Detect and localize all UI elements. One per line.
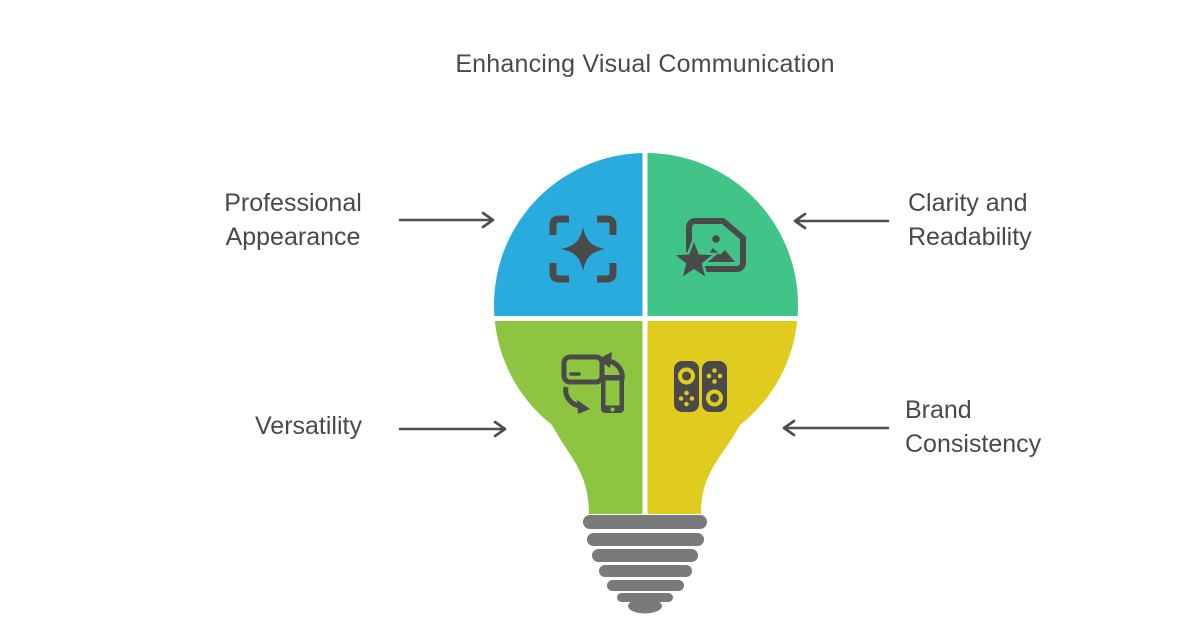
quadrant-bottom-left bbox=[493, 321, 643, 514]
game-controllers-icon bbox=[674, 361, 727, 412]
controller-dpads bbox=[678, 368, 723, 407]
lightbulb-body bbox=[493, 153, 799, 514]
label-brand-consistency: Brand Consistency bbox=[905, 396, 1042, 458]
arrow-professional bbox=[398, 211, 495, 229]
device-rotate-icon bbox=[561, 352, 625, 414]
arrow-clarity bbox=[793, 212, 890, 230]
enhance-frame-icon bbox=[549, 215, 617, 283]
label-clarity-readability: Clarity and Readability bbox=[908, 189, 1032, 251]
image-star-icon bbox=[669, 218, 746, 283]
diagram-title: Enhancing Visual Communication bbox=[455, 50, 835, 78]
connector-arrows bbox=[398, 211, 890, 438]
arrow-versatility bbox=[398, 420, 507, 438]
label-versatility: Versatility bbox=[255, 412, 362, 440]
label-professional-appearance: Professional Appearance bbox=[224, 189, 362, 251]
phone-screen-cutout bbox=[605, 380, 620, 412]
arrow-brand bbox=[782, 419, 890, 437]
controller-rings bbox=[678, 367, 723, 407]
quadrant-bottom-right bbox=[647, 321, 799, 514]
bulb-base bbox=[583, 515, 707, 614]
